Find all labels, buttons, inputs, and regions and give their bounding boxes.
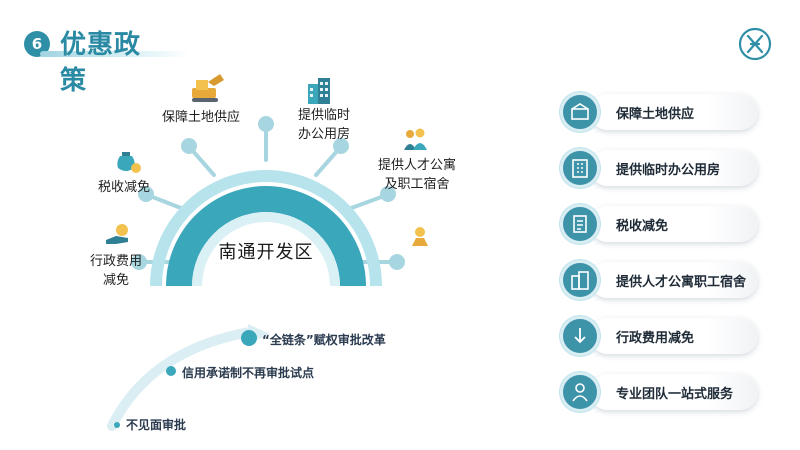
node-land-supply: 保障土地供应 — [162, 110, 241, 125]
page-title: 优惠政策 — [60, 30, 142, 96]
list-item-label: 专业团队一站式服务 — [616, 387, 734, 402]
down-arrow-shield-icon — [560, 316, 600, 356]
list-item-label: 提供临时办公用房 — [616, 163, 721, 178]
node-admin-fee-reduction: 行政费用 减免 — [90, 254, 143, 288]
node-talent-apartment: 提供人才公寓 及职工宿舍 — [378, 158, 457, 192]
hand-lightbulb-icon — [412, 227, 428, 246]
office-building-icon — [308, 78, 330, 104]
list-item: 行政费用减免 — [560, 316, 760, 356]
list-item: 提供临时办公用房 — [560, 148, 760, 188]
tax-document-icon — [560, 204, 600, 244]
list-item: 税收减免 — [560, 204, 760, 244]
service-person-icon — [560, 372, 600, 412]
step-1: 不见面审批 — [126, 418, 187, 432]
land-icon — [560, 92, 600, 132]
building-icon — [560, 148, 600, 188]
node-temp-office: 提供临时 办公用房 — [298, 108, 351, 142]
hand-coin-icon — [106, 224, 128, 244]
step-3: “全链条”赋权审批改革 — [262, 333, 386, 347]
center-label: 南通开发区 — [218, 242, 314, 263]
section-number-badge: 6 — [24, 31, 50, 57]
title-underline — [40, 51, 190, 57]
excavator-icon — [192, 74, 224, 102]
money-bag-icon — [117, 152, 141, 173]
step-2: 信用承诺制不再审批试点 — [182, 366, 315, 380]
people-icon — [404, 128, 427, 150]
apartment-icon — [560, 260, 600, 300]
list-item: 提供人才公寓职工宿舍 — [560, 260, 760, 300]
list-item-label: 提供人才公寓职工宿舍 — [616, 275, 747, 290]
list-item-label: 保障土地供应 — [616, 107, 695, 122]
list-item-label: 税收减免 — [616, 219, 669, 234]
list-item-label: 行政费用减免 — [616, 331, 695, 346]
list-item: 专业团队一站式服务 — [560, 372, 760, 412]
node-tax-reduction: 税收减免 — [98, 180, 151, 195]
list-item: 保障土地供应 — [560, 92, 760, 132]
logo-icon — [738, 27, 772, 61]
